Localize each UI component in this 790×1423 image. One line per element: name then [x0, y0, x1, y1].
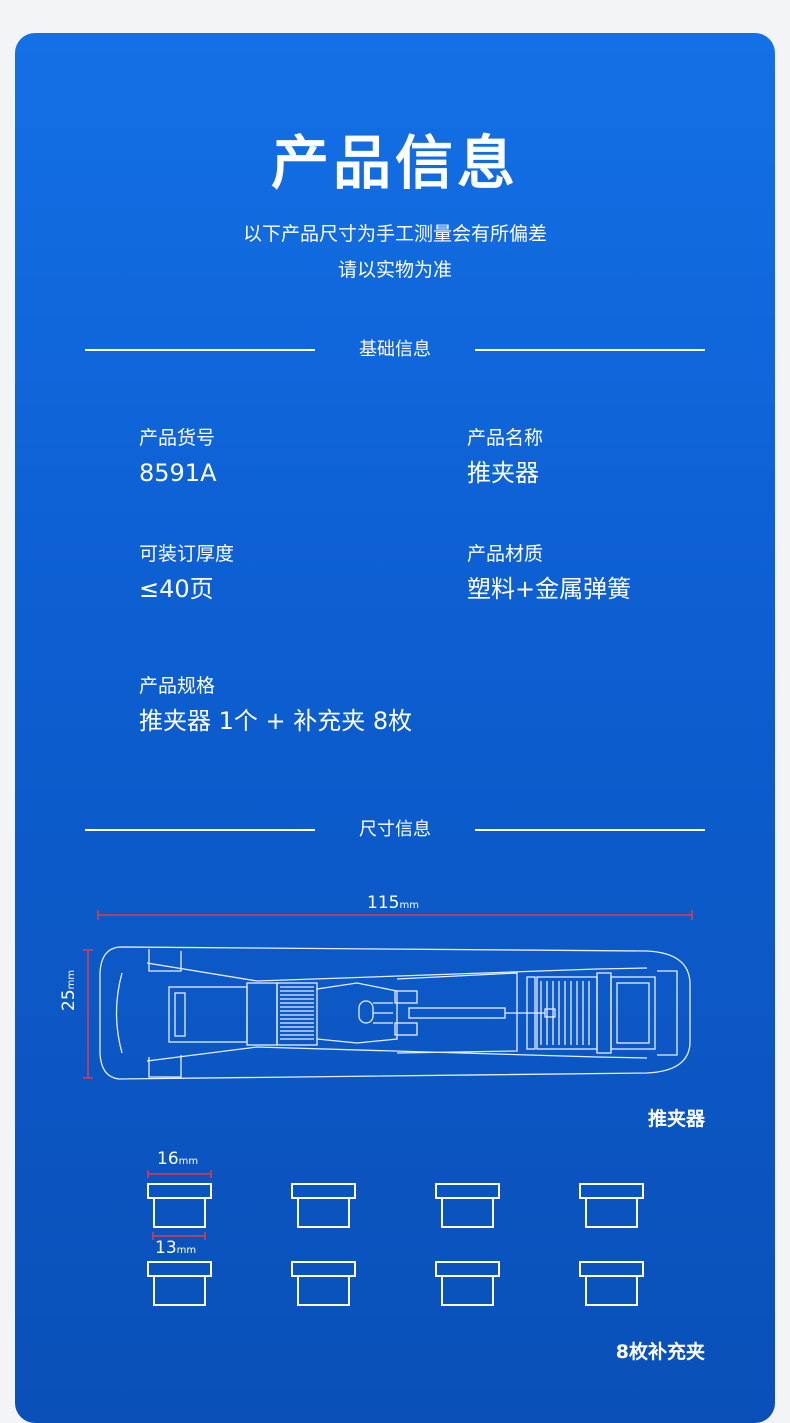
- field-value: 8591A: [139, 459, 217, 487]
- pusher-outline-drawing: [99, 946, 691, 1080]
- clip-bottom-width-value: 13: [155, 1238, 177, 1258]
- field-key: 产品材质: [467, 543, 544, 565]
- unit-label: mm: [176, 1245, 197, 1256]
- size-info-label: 尺寸信息: [359, 819, 431, 840]
- clip-top-width-value: 16: [157, 1149, 179, 1169]
- field-key: 可装订厚度: [139, 543, 235, 565]
- length-dimension-line: [97, 910, 693, 920]
- clips-caption: 8枚补充夹: [615, 1341, 705, 1363]
- divider-left: [85, 349, 315, 351]
- subtitle-line-2: 请以实物为准: [337, 259, 452, 281]
- basic-info-label: 基础信息: [359, 339, 431, 360]
- refill-clip-4: [579, 1183, 644, 1228]
- refill-clip-6: [291, 1261, 356, 1306]
- refill-clip-5: [147, 1261, 212, 1306]
- size-info-heading: 尺寸信息: [85, 818, 705, 842]
- field-binding-thickness: 可装订厚度 ≤40页: [139, 542, 234, 604]
- clip-top-dimension-line: [147, 1170, 212, 1178]
- pusher-length-label: 115mm: [367, 893, 419, 916]
- divider-right: [475, 349, 705, 351]
- field-key: 产品规格: [139, 675, 216, 697]
- basic-info-heading: 基础信息: [85, 338, 705, 362]
- pusher-width-value: 25: [59, 989, 79, 1011]
- unit-label: mm: [399, 900, 419, 911]
- refill-clip-8: [579, 1261, 644, 1306]
- pusher-length-value: 115: [367, 893, 400, 913]
- field-value: 塑料+金属弹簧: [467, 575, 632, 603]
- field-product-name: 产品名称 推夹器: [467, 426, 543, 488]
- unit-label: mm: [178, 1156, 199, 1167]
- field-key: 产品货号: [139, 427, 216, 449]
- refill-clip-1: [147, 1183, 212, 1228]
- subtitle-line-1: 以下产品尺寸为手工测量会有所偏差: [242, 223, 547, 245]
- refill-clip-7: [435, 1261, 500, 1306]
- refill-clip-2: [291, 1183, 356, 1228]
- divider-left: [85, 829, 315, 831]
- product-info-card: 产品信息 以下产品尺寸为手工测量会有所偏差 请以实物为准 基础信息 产品货号 8…: [15, 33, 775, 1423]
- field-item-number: 产品货号 8591A: [139, 426, 217, 488]
- field-value: 推夹器 1个 + 补充夹 8枚: [139, 707, 413, 735]
- refill-clip-3: [435, 1183, 500, 1228]
- field-value: ≤40页: [139, 575, 214, 603]
- clip-bottom-width-label: 13mm: [155, 1238, 196, 1261]
- clip-top-width-label: 16mm: [157, 1149, 198, 1172]
- divider-right: [475, 829, 705, 831]
- clip-bottom-dimension-line: [152, 1232, 206, 1240]
- field-key: 产品名称: [467, 427, 544, 449]
- field-value: 推夹器: [467, 459, 539, 487]
- pusher-caption: 推夹器: [647, 1108, 705, 1130]
- width-dimension-line: [83, 949, 93, 1079]
- field-material: 产品材质 塑料+金属弹簧: [467, 542, 631, 604]
- page-title: 产品信息: [270, 129, 519, 197]
- unit-label: mm: [66, 969, 77, 990]
- field-specification: 产品规格 推夹器 1个 + 补充夹 8枚: [139, 674, 412, 736]
